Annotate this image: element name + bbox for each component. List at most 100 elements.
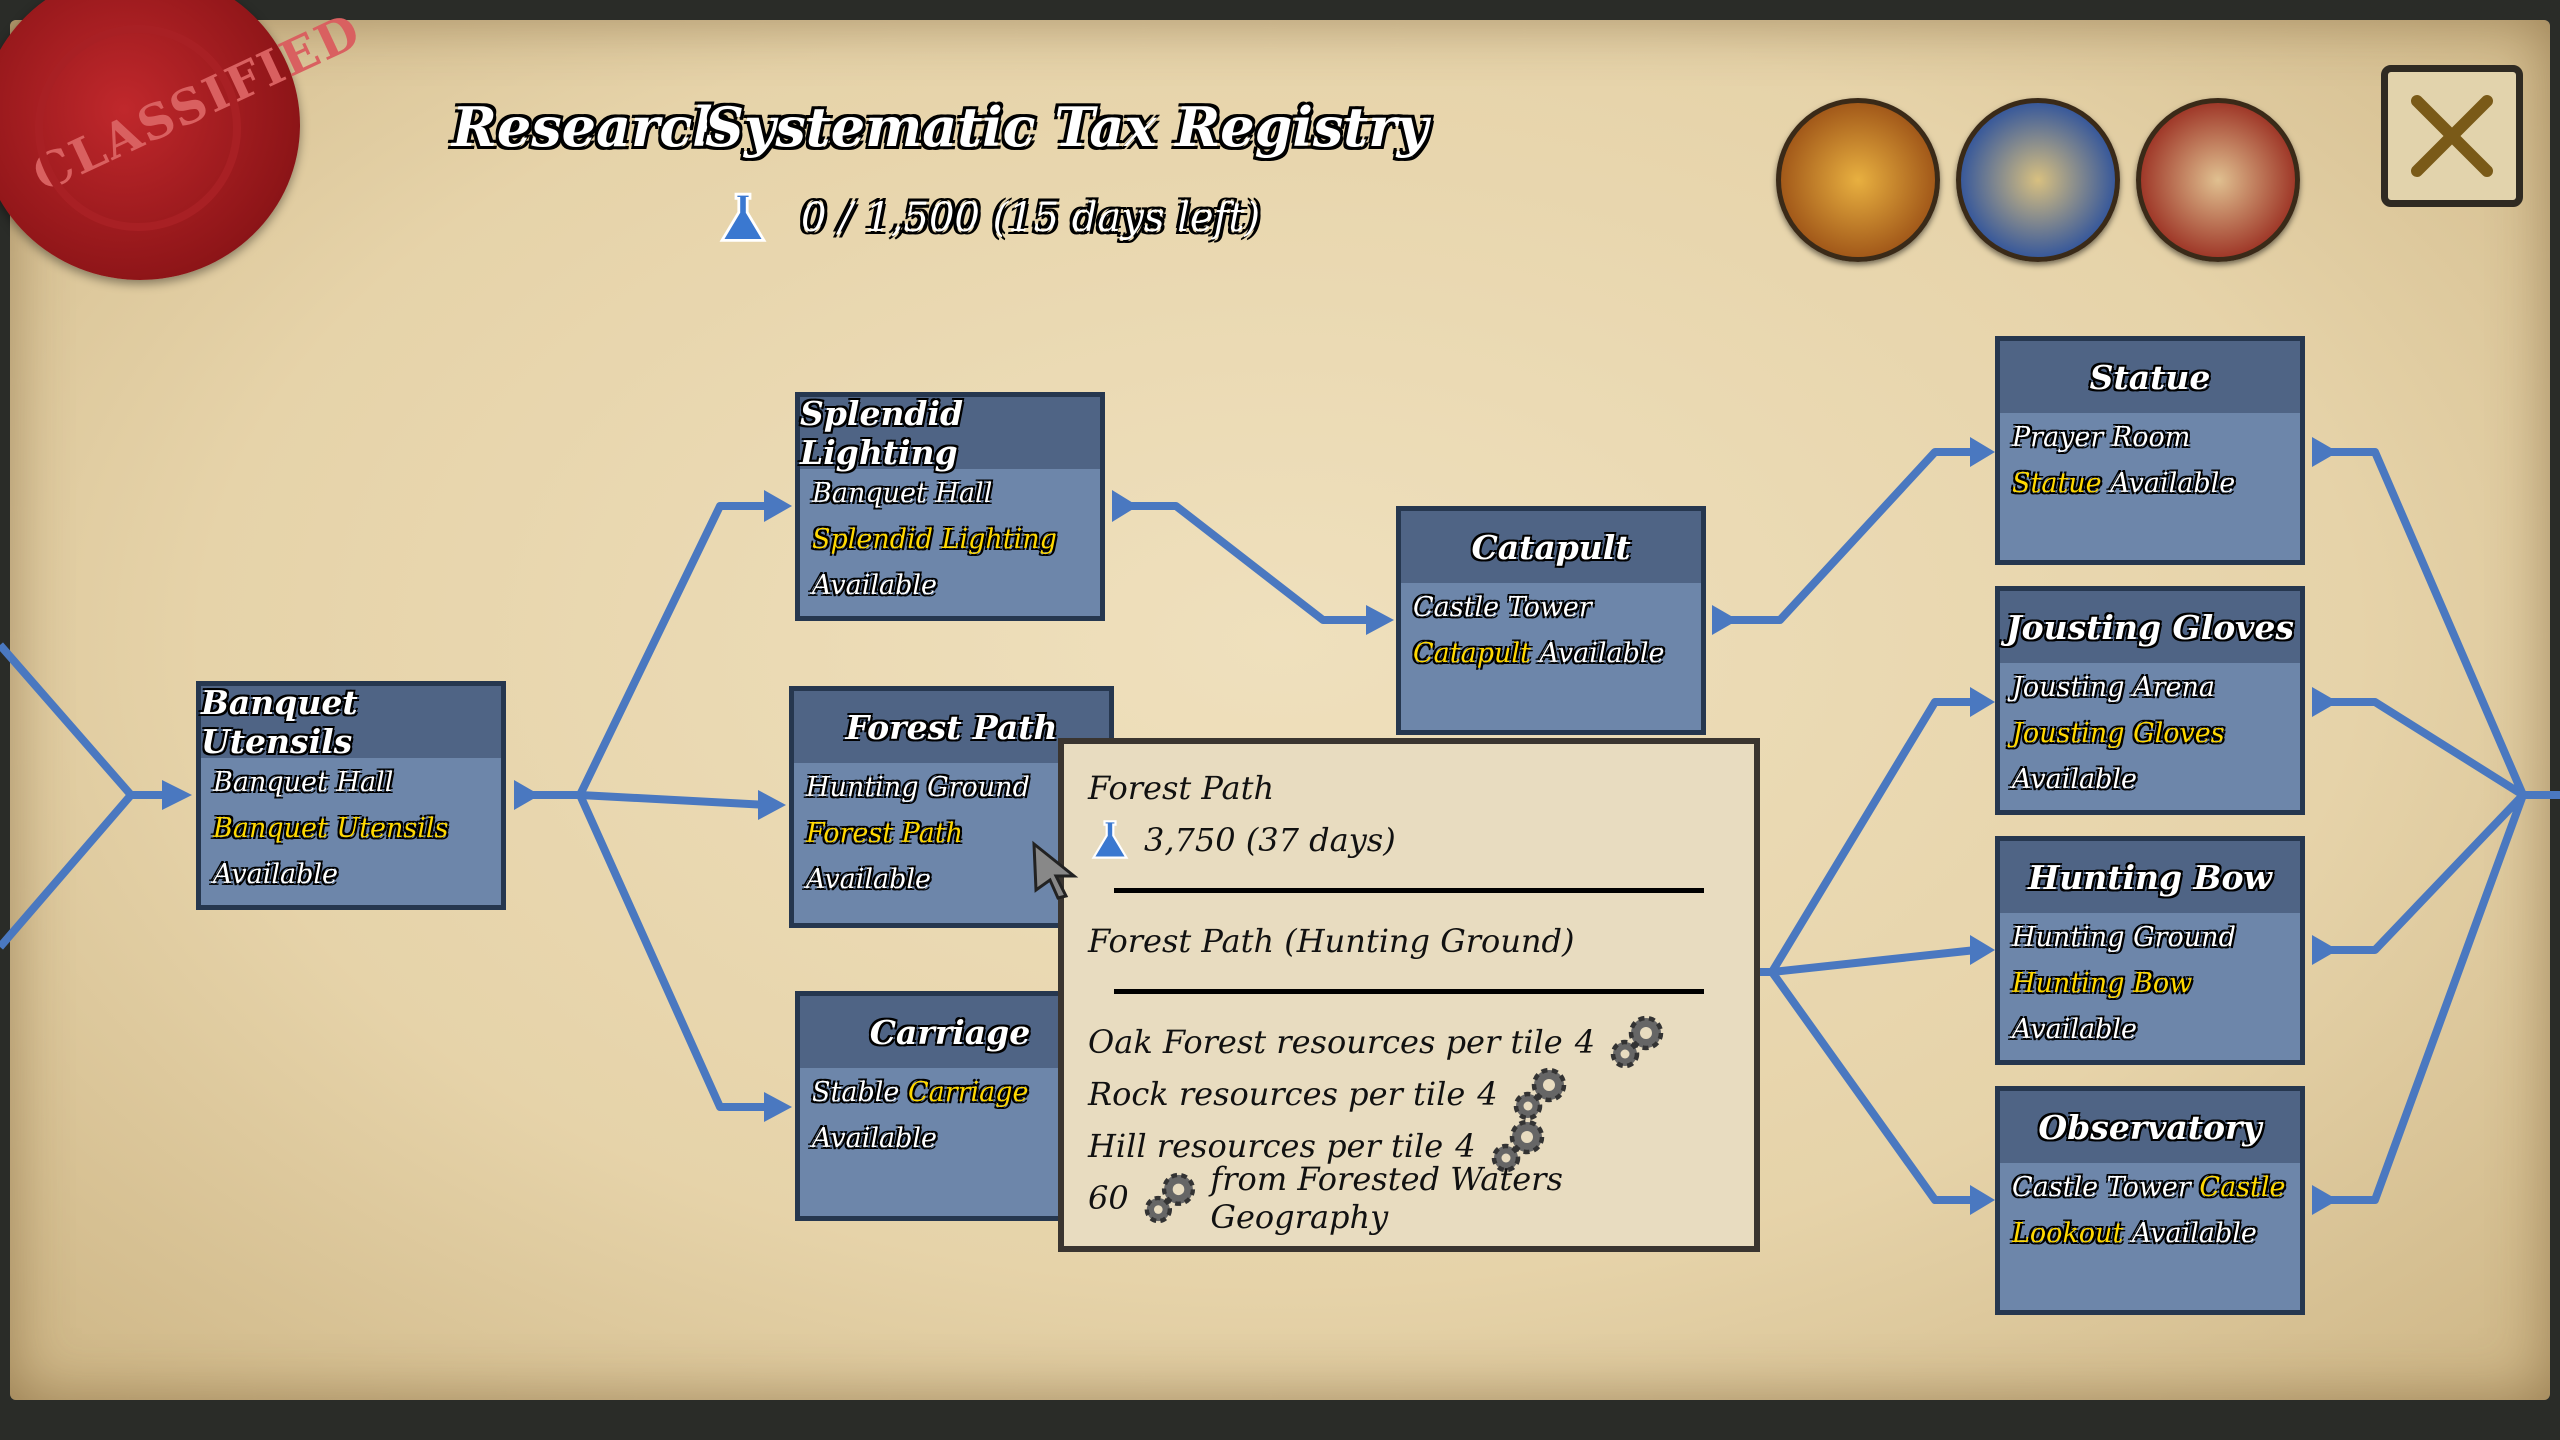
connector [514, 502, 769, 1111]
card-line: Available [201, 850, 501, 896]
highlighted-text: Carriage [907, 1077, 1029, 1108]
flask-icon [719, 192, 767, 242]
card-text: Available [2012, 764, 2138, 795]
tooltip-title: Forest Path [1088, 769, 1275, 807]
tooltip-cost: 3,750 (37 days) [1088, 814, 1730, 866]
card-line: Available [2000, 1005, 2300, 1051]
card-line: Available [2000, 755, 2300, 801]
progress-text: 0 / 1,500 (15 days left) [801, 195, 1261, 241]
arrow-icon [764, 490, 792, 522]
tooltip-effect: Hill resources per tile 4 [1088, 1119, 1730, 1173]
hammer-medal-icon[interactable] [1776, 98, 1940, 262]
effect-label: Oak Forest resources per tile [1088, 1023, 1563, 1061]
divider [1114, 888, 1704, 893]
arrow-icon [2312, 1185, 2338, 1215]
card-line: Hunting Bow [2000, 959, 2300, 1005]
effect-value: 4 [1574, 1023, 1596, 1061]
card-line: Jousting Arena [2000, 663, 2300, 709]
card-text: Available [2123, 1218, 2257, 1249]
flask-icon [1091, 820, 1129, 859]
castle-medal-icon[interactable] [1956, 98, 2120, 262]
card-line: Lookout Available [2000, 1209, 2300, 1255]
card-text: Hunting Ground [2012, 922, 2236, 953]
card-title: Catapult [1401, 511, 1701, 583]
card-line: Jousting Gloves [2000, 709, 2300, 755]
effect-value: 4 [1455, 1127, 1476, 1165]
effect-label: Rock resources per tile [1088, 1075, 1466, 1113]
tooltip-cost-text: 3,750 (37 days) [1144, 821, 1396, 859]
highlighted-text: Hunting Bow [2012, 968, 2193, 999]
connector [0, 642, 172, 950]
card-line: Banquet Utensils [201, 804, 501, 850]
gear-icon [1491, 1119, 1544, 1173]
card-text: Castle Tower [1413, 592, 1592, 623]
card-line: Available [800, 1114, 1100, 1160]
arrow-icon [2312, 935, 2338, 965]
card-line: Splendid Lighting [800, 515, 1100, 561]
arrow-icon [1712, 605, 1738, 635]
arrow-icon [1112, 490, 1138, 522]
card-title: Statue [2000, 341, 2300, 413]
tooltip-effect: Oak Forest resources per tile 4 [1088, 1015, 1730, 1069]
gear-icon [1144, 1172, 1195, 1224]
card-text: Available [812, 1123, 938, 1154]
card-line: Castle Tower [1401, 583, 1701, 629]
connector [1760, 698, 1977, 1204]
card-text: Available [213, 859, 339, 890]
highlighted-text: Jousting Gloves [2012, 718, 2225, 749]
card-line: Catapult Available [1401, 629, 1701, 675]
card-line: Hunting Ground [2000, 913, 2300, 959]
arrow-icon [1970, 935, 1995, 965]
card-text: Available [1530, 638, 1665, 669]
card-text: Available [2101, 468, 2236, 499]
research-label: Research [452, 95, 732, 159]
card-text: Jousting Arena [2012, 672, 2215, 703]
card-line: Banquet Hall [800, 469, 1100, 515]
card-text: Stable [812, 1077, 908, 1108]
card-text: Banquet Hall [812, 478, 993, 509]
research-project-title: Systematic Tax Registry [705, 95, 1429, 159]
card-line: Forest Path [794, 809, 1109, 855]
highlighted-text: Statue [2012, 468, 2102, 499]
card-text: Prayer Room [2012, 422, 2191, 453]
highlighted-text: Castle [2199, 1172, 2286, 1203]
effect-label: Hill resources per tile [1088, 1127, 1444, 1165]
arrow-icon [758, 790, 786, 820]
card-title: Forest Path [794, 691, 1109, 763]
card-line: Available [794, 855, 1109, 901]
research-progress: 0 / 1,500 (15 days left) [715, 190, 1260, 246]
highlighted-text: Splendid Lighting [812, 524, 1057, 555]
bonus-text: from Forested Waters Geography [1210, 1160, 1563, 1236]
card-title: Carriage [800, 996, 1100, 1068]
arrow-icon [1970, 437, 1995, 467]
card-line: Hunting Ground [794, 763, 1109, 809]
tooltip-bonus: 60 from Forested Waters Geography [1088, 1160, 1730, 1236]
connector [2325, 448, 2560, 1204]
card-line: Statue Available [2000, 459, 2300, 505]
card-title: Banquet Utensils [201, 683, 501, 761]
arrow-icon [1970, 687, 1995, 717]
bonus-value: 60 [1088, 1179, 1129, 1217]
gear-icon [1610, 1015, 1664, 1069]
scroll-medal-icon[interactable] [2136, 98, 2300, 262]
arrow-icon [514, 780, 540, 810]
divider [1114, 989, 1704, 994]
research-tooltip: Forest Path 3,750 (37 days) Forest Path … [1058, 738, 1760, 1252]
classified-seal: CLASSIFIED [0, 0, 370, 280]
card-line: Castle Tower Castle [2000, 1163, 2300, 1209]
card-title: Splendid Lighting [800, 394, 1100, 472]
close-icon [2411, 95, 2493, 177]
close-button[interactable] [2381, 65, 2523, 207]
card-text: Available [2012, 1014, 2138, 1045]
card-line: Stable Carriage [800, 1068, 1100, 1114]
